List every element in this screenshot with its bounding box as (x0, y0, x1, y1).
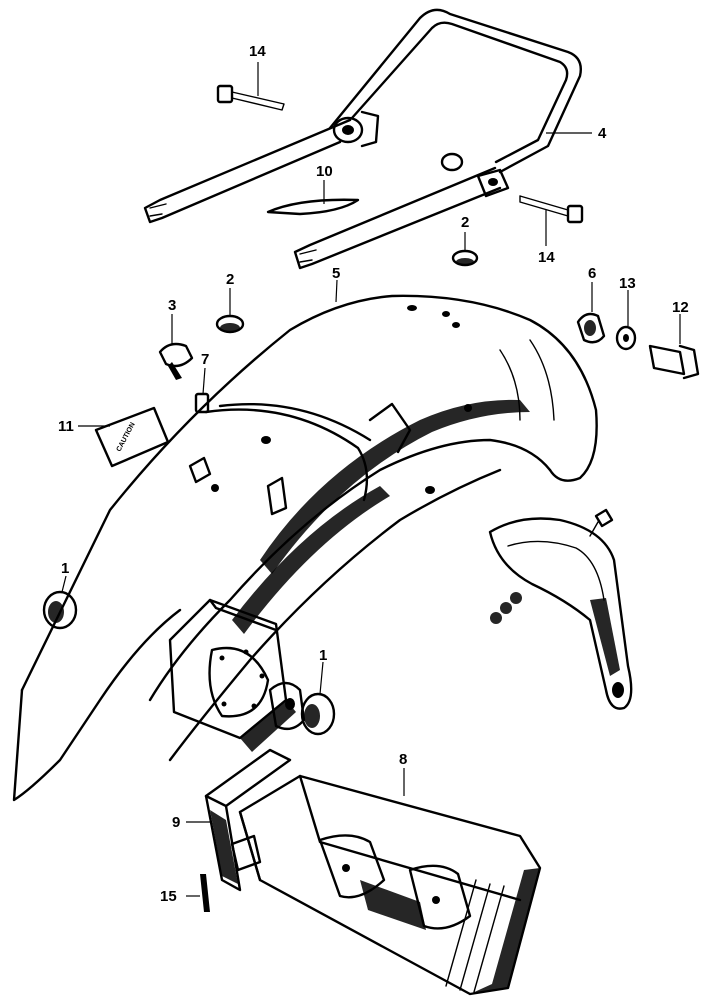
tool-box-part-8 (238, 768, 542, 996)
callout-2-lower: 2 (226, 271, 234, 288)
callout-1-left: 1 (61, 560, 69, 577)
callout-14-lower: 14 (538, 249, 555, 266)
cushion-part-1-left (42, 575, 78, 630)
callout-7: 7 (201, 351, 209, 368)
tool-box-lid-part-9 (186, 748, 292, 892)
cushion-part-1-right (300, 661, 336, 736)
callout-4: 4 (598, 125, 607, 142)
rear-fender-part-5 (12, 279, 598, 802)
callout-9: 9 (172, 814, 180, 831)
spacer-part-6 (576, 282, 606, 344)
bolt-part-12 (648, 314, 700, 380)
callout-5: 5 (332, 265, 340, 282)
grab-rail-part-4 (143, 8, 592, 270)
tail-light-bracket (488, 508, 633, 710)
callout-13: 13 (619, 275, 636, 292)
bolt-part-14-upper (216, 62, 285, 111)
clip-part-3 (158, 314, 194, 380)
callout-6: 6 (588, 265, 596, 282)
callout-1-right: 1 (319, 647, 327, 664)
grommet-part-2-lower (215, 288, 245, 334)
callout-14-upper: 14 (249, 43, 266, 60)
caution-label-text: CAUTION (116, 421, 137, 452)
bolt-part-14-lower (519, 195, 584, 246)
callout-8: 8 (399, 751, 407, 768)
washer-part-13 (615, 290, 637, 351)
grommet-part-2-upper (451, 232, 479, 267)
callout-11: 11 (58, 418, 74, 435)
decal-part-10 (266, 180, 360, 216)
callout-12: 12 (672, 299, 689, 316)
callout-15: 15 (160, 888, 177, 905)
callout-10: 10 (316, 163, 333, 180)
callout-3: 3 (168, 297, 176, 314)
pin-part-15 (186, 874, 210, 912)
callout-2-upper: 2 (461, 214, 469, 231)
